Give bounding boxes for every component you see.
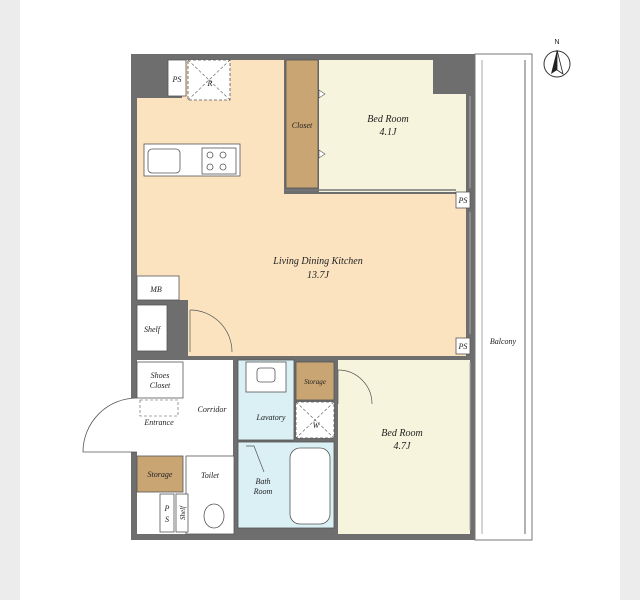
svg-text:R: R (207, 79, 213, 88)
entrance-label: Entrance (143, 418, 174, 427)
svg-text:PS: PS (172, 75, 182, 84)
bed-room-2 (338, 360, 470, 534)
balcony (474, 53, 533, 541)
bed1-size: 4.1J (380, 127, 398, 138)
ldk-area (137, 60, 466, 356)
storage-upper (295, 361, 335, 401)
svg-text:Room: Room (253, 487, 273, 496)
ps-top (167, 59, 187, 97)
svg-text:Closet: Closet (150, 381, 171, 390)
floor-plan-sheet: Balcony Living Dining Kitchen 13.7J PS R… (20, 0, 620, 600)
svg-text:W: W (313, 421, 321, 430)
svg-text:PS: PS (458, 196, 468, 205)
shoes-closet (136, 361, 184, 399)
ps-right-2 (455, 337, 471, 355)
svg-text:S: S (165, 515, 169, 524)
mb-box (136, 275, 180, 301)
bed2-name: Bed Room (381, 428, 422, 439)
balcony-label: Balcony (490, 337, 517, 346)
svg-text:Bath: Bath (255, 477, 270, 486)
svg-text:N: N (554, 39, 559, 46)
svg-text:Shoes: Shoes (151, 371, 170, 380)
shelf-bottom (175, 493, 189, 533)
svg-text:Shelf: Shelf (179, 505, 187, 520)
ps-bottom (159, 493, 175, 533)
svg-text:P: P (164, 504, 170, 513)
closet (285, 59, 319, 189)
r-duct (187, 59, 231, 101)
north-compass-icon: N (543, 39, 571, 78)
bed1-column (433, 60, 466, 94)
svg-text:Storage: Storage (304, 378, 326, 386)
storage-lower (136, 455, 184, 493)
svg-text:Shelf: Shelf (144, 325, 162, 334)
stove-icon (201, 147, 237, 175)
entrance-door (82, 397, 138, 453)
svg-text:Toilet: Toilet (201, 471, 220, 480)
bathtub-icon (289, 447, 331, 525)
sink-icon (147, 148, 181, 174)
ps-right-1 (455, 191, 471, 209)
svg-text:Lavatory: Lavatory (256, 413, 286, 422)
ldk-size: 13.7J (307, 270, 330, 281)
svg-text:PS: PS (458, 342, 468, 351)
svg-text:MB: MB (149, 285, 162, 294)
ldk-name: Living Dining Kitchen (272, 256, 362, 267)
bed2-size: 4.7J (394, 441, 412, 452)
svg-text:Storage: Storage (148, 470, 173, 479)
floor-plan: Balcony Living Dining Kitchen 13.7J PS R… (82, 39, 571, 541)
corridor-label: Corridor (198, 405, 228, 414)
closet-label: Closet (292, 121, 313, 130)
bed1-name: Bed Room (367, 114, 408, 125)
shelf-box (136, 304, 168, 352)
toilet-bowl-icon (203, 503, 225, 529)
